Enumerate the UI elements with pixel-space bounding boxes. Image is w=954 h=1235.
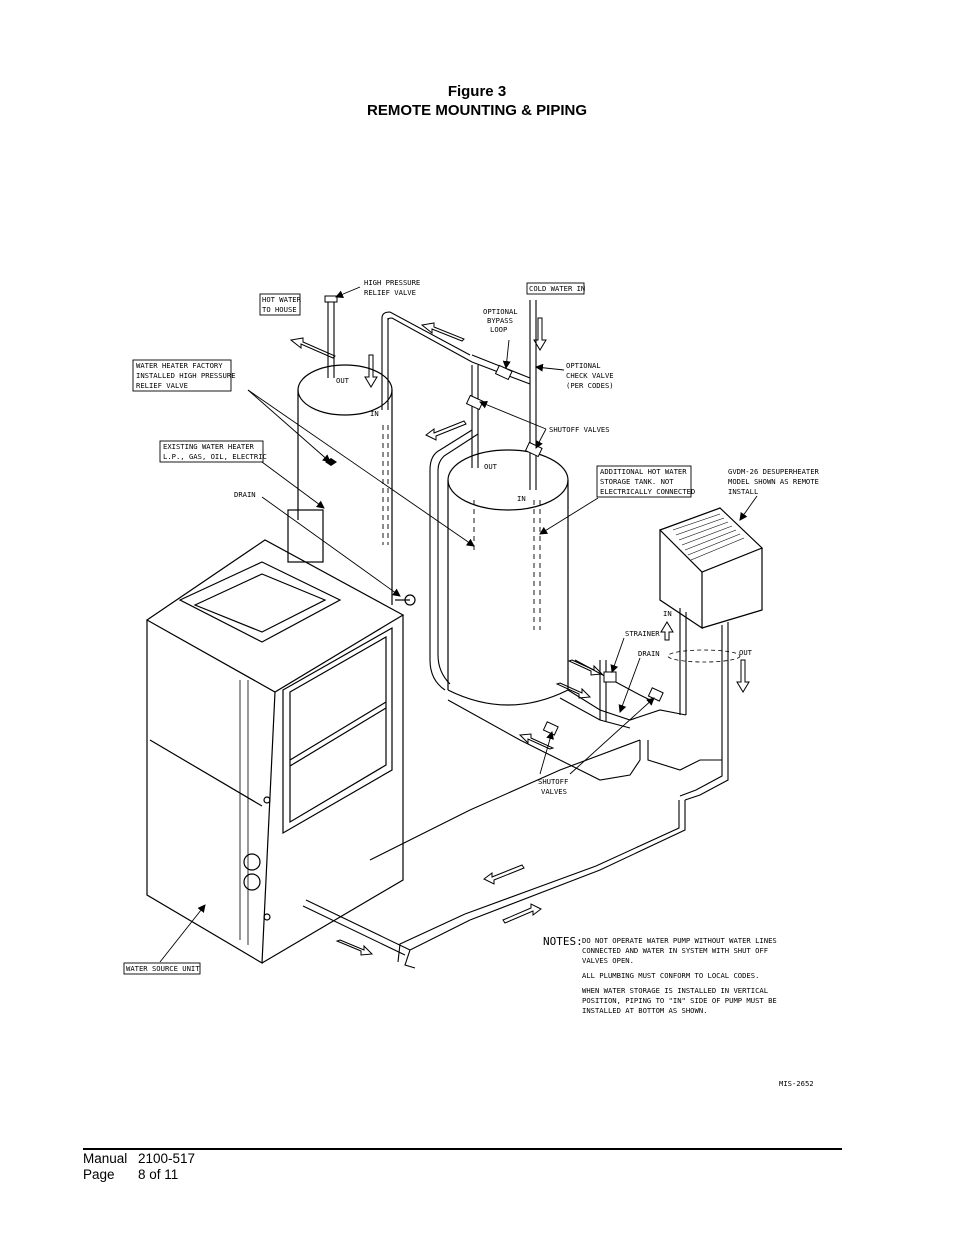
label-shutoff-top: SHUTOFF VALVES xyxy=(549,425,610,434)
label-out-1: OUT xyxy=(336,376,350,385)
drawing-id: MIS-2652 xyxy=(779,1079,814,1088)
leader-lines xyxy=(159,286,758,963)
footer-manual-value: 2100-517 xyxy=(138,1151,196,1166)
label-shutoff-1: SHUTOFF xyxy=(538,777,568,786)
strainer-valve xyxy=(542,671,664,736)
note-2: ALL PLUMBING MUST CONFORM TO LOCAL CODES… xyxy=(582,971,759,980)
label-factory-1: WATER HEATER FACTORY xyxy=(136,361,223,370)
label-bypass-1: OPTIONAL xyxy=(483,307,518,316)
label-strainer: STRAINER xyxy=(625,629,660,638)
label-water-source-unit: WATER SOURCE UNIT xyxy=(126,964,200,973)
note-3-line-3: INSTALLED AT BOTTOM AS SHOWN. xyxy=(582,1006,708,1015)
note-3-line-2: POSITION, PIPING TO "IN" SIDE OF PUMP MU… xyxy=(582,996,777,1005)
figure-title: REMOTE MOUNTING & PIPING xyxy=(366,102,587,119)
label-gvdm-3: INSTALL xyxy=(728,487,758,496)
note-1-line-3: VALVES OPEN. xyxy=(582,956,634,965)
label-storage-2: STORAGE TANK. NOT xyxy=(600,477,674,486)
label-storage-3: ELECTRICALLY CONNECTED xyxy=(600,487,695,496)
footer-manual-label: Manual xyxy=(83,1151,128,1166)
figure-caption: Figure 3 REMOTE MOUNTING & PIPING xyxy=(0,82,954,120)
figure-number: Figure 3 xyxy=(447,83,507,100)
label-in-1: IN xyxy=(370,409,379,418)
label-shutoff-2: VALVES xyxy=(541,787,567,796)
label-existing-1: EXISTING WATER HEATER xyxy=(163,442,255,451)
label-hot-water-1: HOT WATER xyxy=(262,295,302,304)
label-hp-relief-1: HIGH PRESSURE xyxy=(364,278,420,287)
label-check-valve-2: CHECK VALVE xyxy=(566,371,614,380)
storage-tank-valves xyxy=(465,364,543,458)
storage-tank-pipes xyxy=(429,300,537,691)
footer-page-label: Page xyxy=(83,1167,115,1182)
label-factory-2: INSTALLED HIGH PRESSURE xyxy=(136,371,236,380)
label-gvdm-2: MODEL SHOWN AS REMOTE xyxy=(728,477,819,486)
label-in-2: IN xyxy=(517,494,526,503)
label-drain-2: DRAIN xyxy=(638,649,660,658)
footer-rule xyxy=(83,1148,842,1150)
label-in-3: IN xyxy=(663,609,672,618)
diagram-labels: HOT WATER TO HOUSE HIGH PRESSURE RELIEF … xyxy=(126,278,820,1088)
notes-title: NOTES: xyxy=(543,935,583,948)
existing-water-heater xyxy=(297,364,393,605)
label-cold-water-in: COLD WATER IN xyxy=(529,284,585,293)
storage-tank xyxy=(447,449,569,706)
desuperheater-pipes xyxy=(302,608,741,969)
note-1-line-1: DO NOT OPERATE WATER PUMP WITHOUT WATER … xyxy=(582,936,777,945)
flow-arrows xyxy=(289,317,750,956)
page-footer: Manual 2100-517 Page 8 of 11 xyxy=(83,1151,195,1183)
label-hp-relief-2: RELIEF VALVE xyxy=(364,288,416,297)
desuperheater-unit xyxy=(658,507,764,630)
label-hot-water-2: TO HOUSE xyxy=(262,305,297,314)
label-bypass-3: LOOP xyxy=(490,325,507,334)
label-drain-1: DRAIN xyxy=(234,490,256,499)
note-1-line-2: CONNECTED AND WATER IN SYSTEM WITH SHUT … xyxy=(582,946,768,955)
footer-page-value: 8 of 11 xyxy=(138,1167,179,1182)
footer-page-row: Page 8 of 11 xyxy=(83,1167,195,1183)
note-3-line-1: WHEN WATER STORAGE IS INSTALLED IN VERTI… xyxy=(582,986,768,995)
label-out-2: OUT xyxy=(484,462,498,471)
label-out-3: OUT xyxy=(739,648,753,657)
footer-manual-row: Manual 2100-517 xyxy=(83,1151,195,1167)
label-boxes xyxy=(123,282,692,975)
label-bypass-2: BYPASS xyxy=(487,316,513,325)
label-gvdm-1: GVDM-26 DESUPERHEATER xyxy=(728,467,820,476)
water-source-unit-drawing xyxy=(145,509,416,965)
label-storage-1: ADDITIONAL HOT WATER xyxy=(600,467,687,476)
label-check-valve-1: OPTIONAL xyxy=(566,361,601,370)
label-existing-2: L.P., GAS, OIL, ELECTRIC xyxy=(163,452,267,461)
label-check-valve-3: (PER CODES) xyxy=(566,381,614,390)
label-factory-3: RELIEF VALVE xyxy=(136,381,188,390)
